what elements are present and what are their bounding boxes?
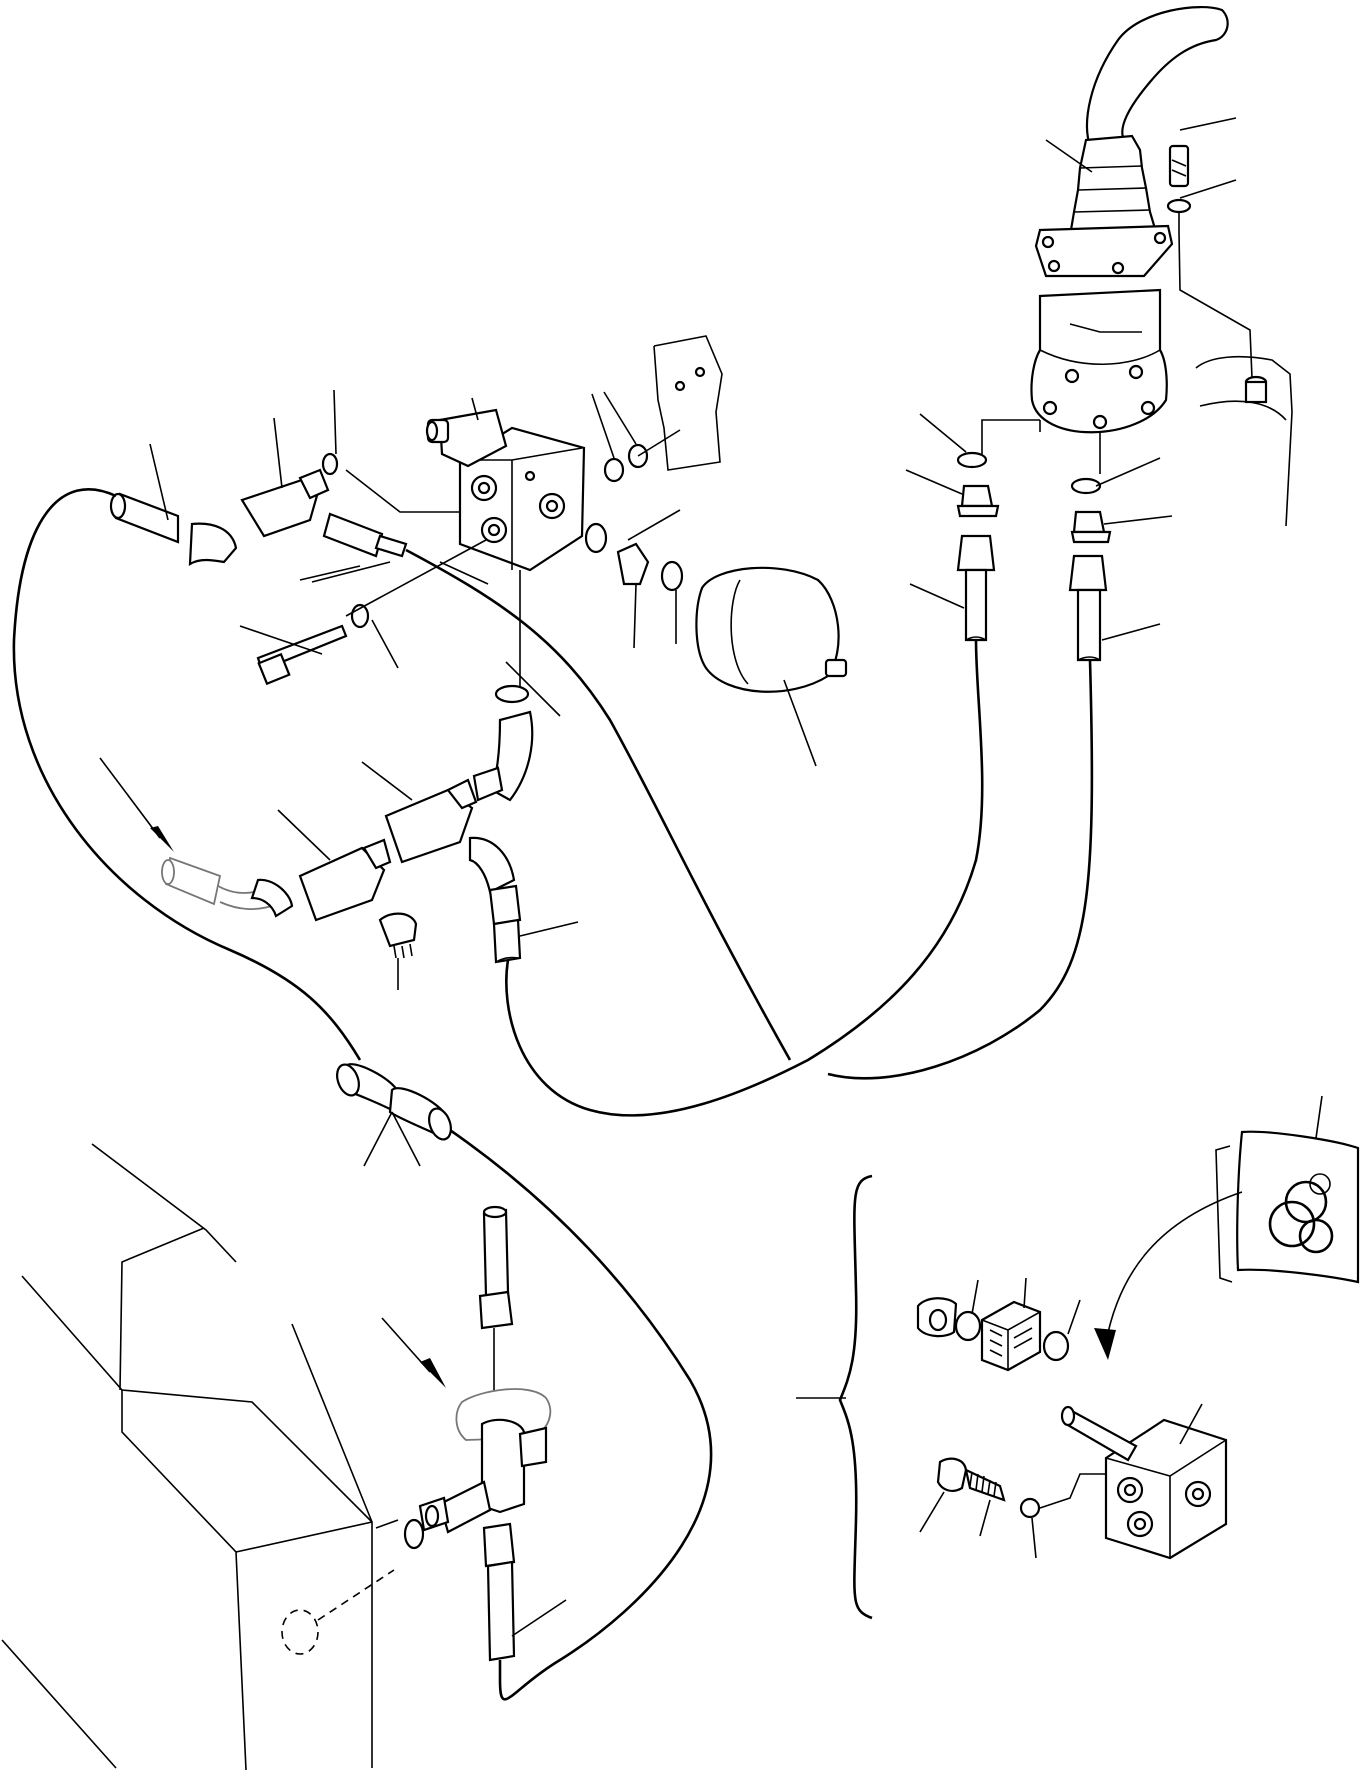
joystick-assembly <box>1030 5 1293 527</box>
pressure-switch <box>378 912 418 948</box>
hose-end <box>492 918 522 964</box>
lower-fittings-cluster <box>99 570 579 990</box>
cap-screw <box>1064 1408 1138 1462</box>
joystick-boot <box>1068 134 1158 238</box>
adapter <box>1072 510 1106 534</box>
tee-fitting <box>240 478 320 538</box>
hoses <box>12 488 1094 1701</box>
hose-fitting <box>482 1522 516 1568</box>
cap-screw <box>1168 144 1190 188</box>
joystick-lever <box>1086 5 1229 148</box>
filter-screen <box>980 1300 1042 1372</box>
o-ring <box>403 1518 425 1550</box>
adapter <box>960 484 994 508</box>
o-ring <box>321 452 339 476</box>
washer <box>660 560 684 592</box>
hose-fitting <box>956 534 996 572</box>
plug <box>936 1457 968 1492</box>
seal-kit <box>1236 1130 1360 1284</box>
mounting-bracket <box>1195 355 1293 527</box>
o-ring <box>956 451 988 469</box>
elbow-fitting <box>468 836 516 894</box>
tee-fitting <box>298 846 386 922</box>
hose <box>405 548 792 1061</box>
bracket-brace <box>838 1174 873 1620</box>
washer <box>1166 198 1192 214</box>
adapter <box>616 542 650 586</box>
joystick-valve-body <box>1030 288 1168 434</box>
tee-fitting <box>384 788 474 864</box>
hose <box>12 488 362 1061</box>
joystick-ports-fittings <box>905 413 1173 662</box>
accumulator <box>695 566 840 693</box>
ball <box>1019 1497 1041 1519</box>
hose-end <box>486 1560 516 1662</box>
housing <box>1 1143 395 1771</box>
washer <box>603 457 625 483</box>
hose-end <box>1076 588 1102 662</box>
plug <box>281 1609 319 1655</box>
o-ring <box>954 1310 982 1342</box>
lower-tee-assembly <box>375 1205 567 1662</box>
boot-flange <box>1034 224 1174 278</box>
tee-fitting <box>480 1418 526 1514</box>
valve-block-assembly <box>239 335 848 767</box>
hose-end <box>482 1208 510 1298</box>
hose <box>827 659 1094 1080</box>
hose-end <box>322 512 384 558</box>
solenoid-valve <box>438 408 508 468</box>
hose-fitting <box>1068 554 1108 592</box>
upper-left-fittings <box>109 389 460 581</box>
hose-fitting <box>488 884 522 926</box>
hose-fitting <box>478 1290 514 1330</box>
o-ring <box>494 684 530 704</box>
hose <box>419 1108 713 1701</box>
clamp-sleeves <box>336 1063 452 1167</box>
hose <box>505 639 984 1117</box>
panel-bracket <box>653 335 723 471</box>
seal-kit-assembly <box>796 1095 1360 1620</box>
hose-end <box>964 568 988 642</box>
elbow-fitting <box>250 878 294 918</box>
o-ring <box>1042 1330 1070 1362</box>
elbow-fitting <box>188 522 238 567</box>
elbow-fitting <box>490 710 534 802</box>
washer <box>584 522 608 554</box>
adapter <box>438 1480 492 1534</box>
o-ring <box>1070 477 1102 495</box>
